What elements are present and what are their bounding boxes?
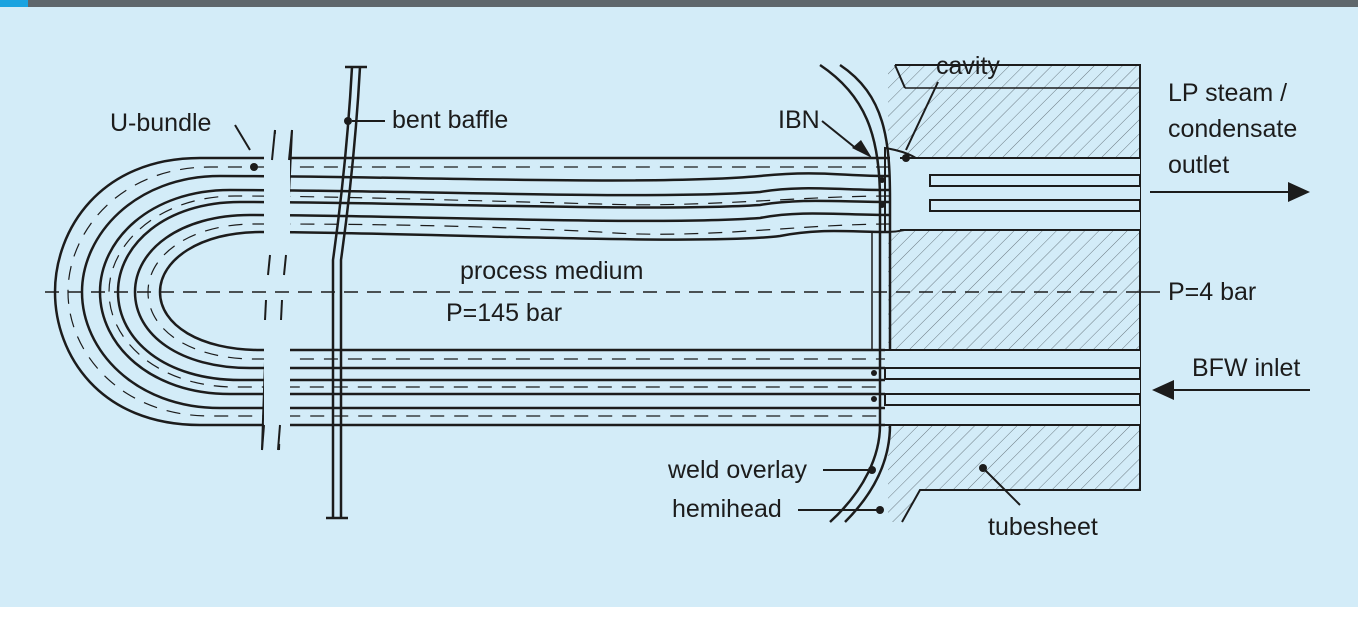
leader-lines: [234, 81, 1021, 511]
label-cavity: cavity: [936, 52, 1000, 80]
tubesheet-upper-bores: [900, 157, 1141, 231]
tubesheet-lower-bores: [884, 349, 1141, 426]
label-u-bundle: U-bundle: [110, 109, 211, 137]
label-bent-baffle: bent baffle: [392, 106, 508, 134]
tube-ends: [871, 177, 885, 402]
label-ibn: IBN: [778, 106, 820, 134]
label-hemihead: hemihead: [672, 495, 782, 523]
bundle-break-marks: [261, 129, 293, 451]
label-process-medium: process medium: [460, 257, 643, 285]
leader-dots: [250, 117, 987, 514]
inlet-arrow: [1152, 380, 1310, 400]
label-tubesheet: tubesheet: [988, 513, 1098, 541]
label-lp-steam-2: condensate: [1168, 115, 1297, 143]
label-process-pressure: P=145 bar: [446, 299, 562, 327]
label-weld-overlay: weld overlay: [667, 456, 807, 484]
bent-baffle: [326, 65, 367, 520]
tubesheet-body: [888, 64, 1141, 523]
outlet-arrow: [1150, 182, 1310, 202]
label-lp-steam-1: LP steam /: [1168, 79, 1287, 107]
label-lp-steam-3: outlet: [1168, 151, 1229, 179]
top-bar: [0, 0, 1358, 7]
label-bfw-inlet: BFW inlet: [1192, 354, 1300, 382]
label-shell-pressure: P=4 bar: [1168, 278, 1256, 306]
hemihead-shell: [819, 63, 892, 523]
top-bar-accent: [0, 0, 28, 7]
